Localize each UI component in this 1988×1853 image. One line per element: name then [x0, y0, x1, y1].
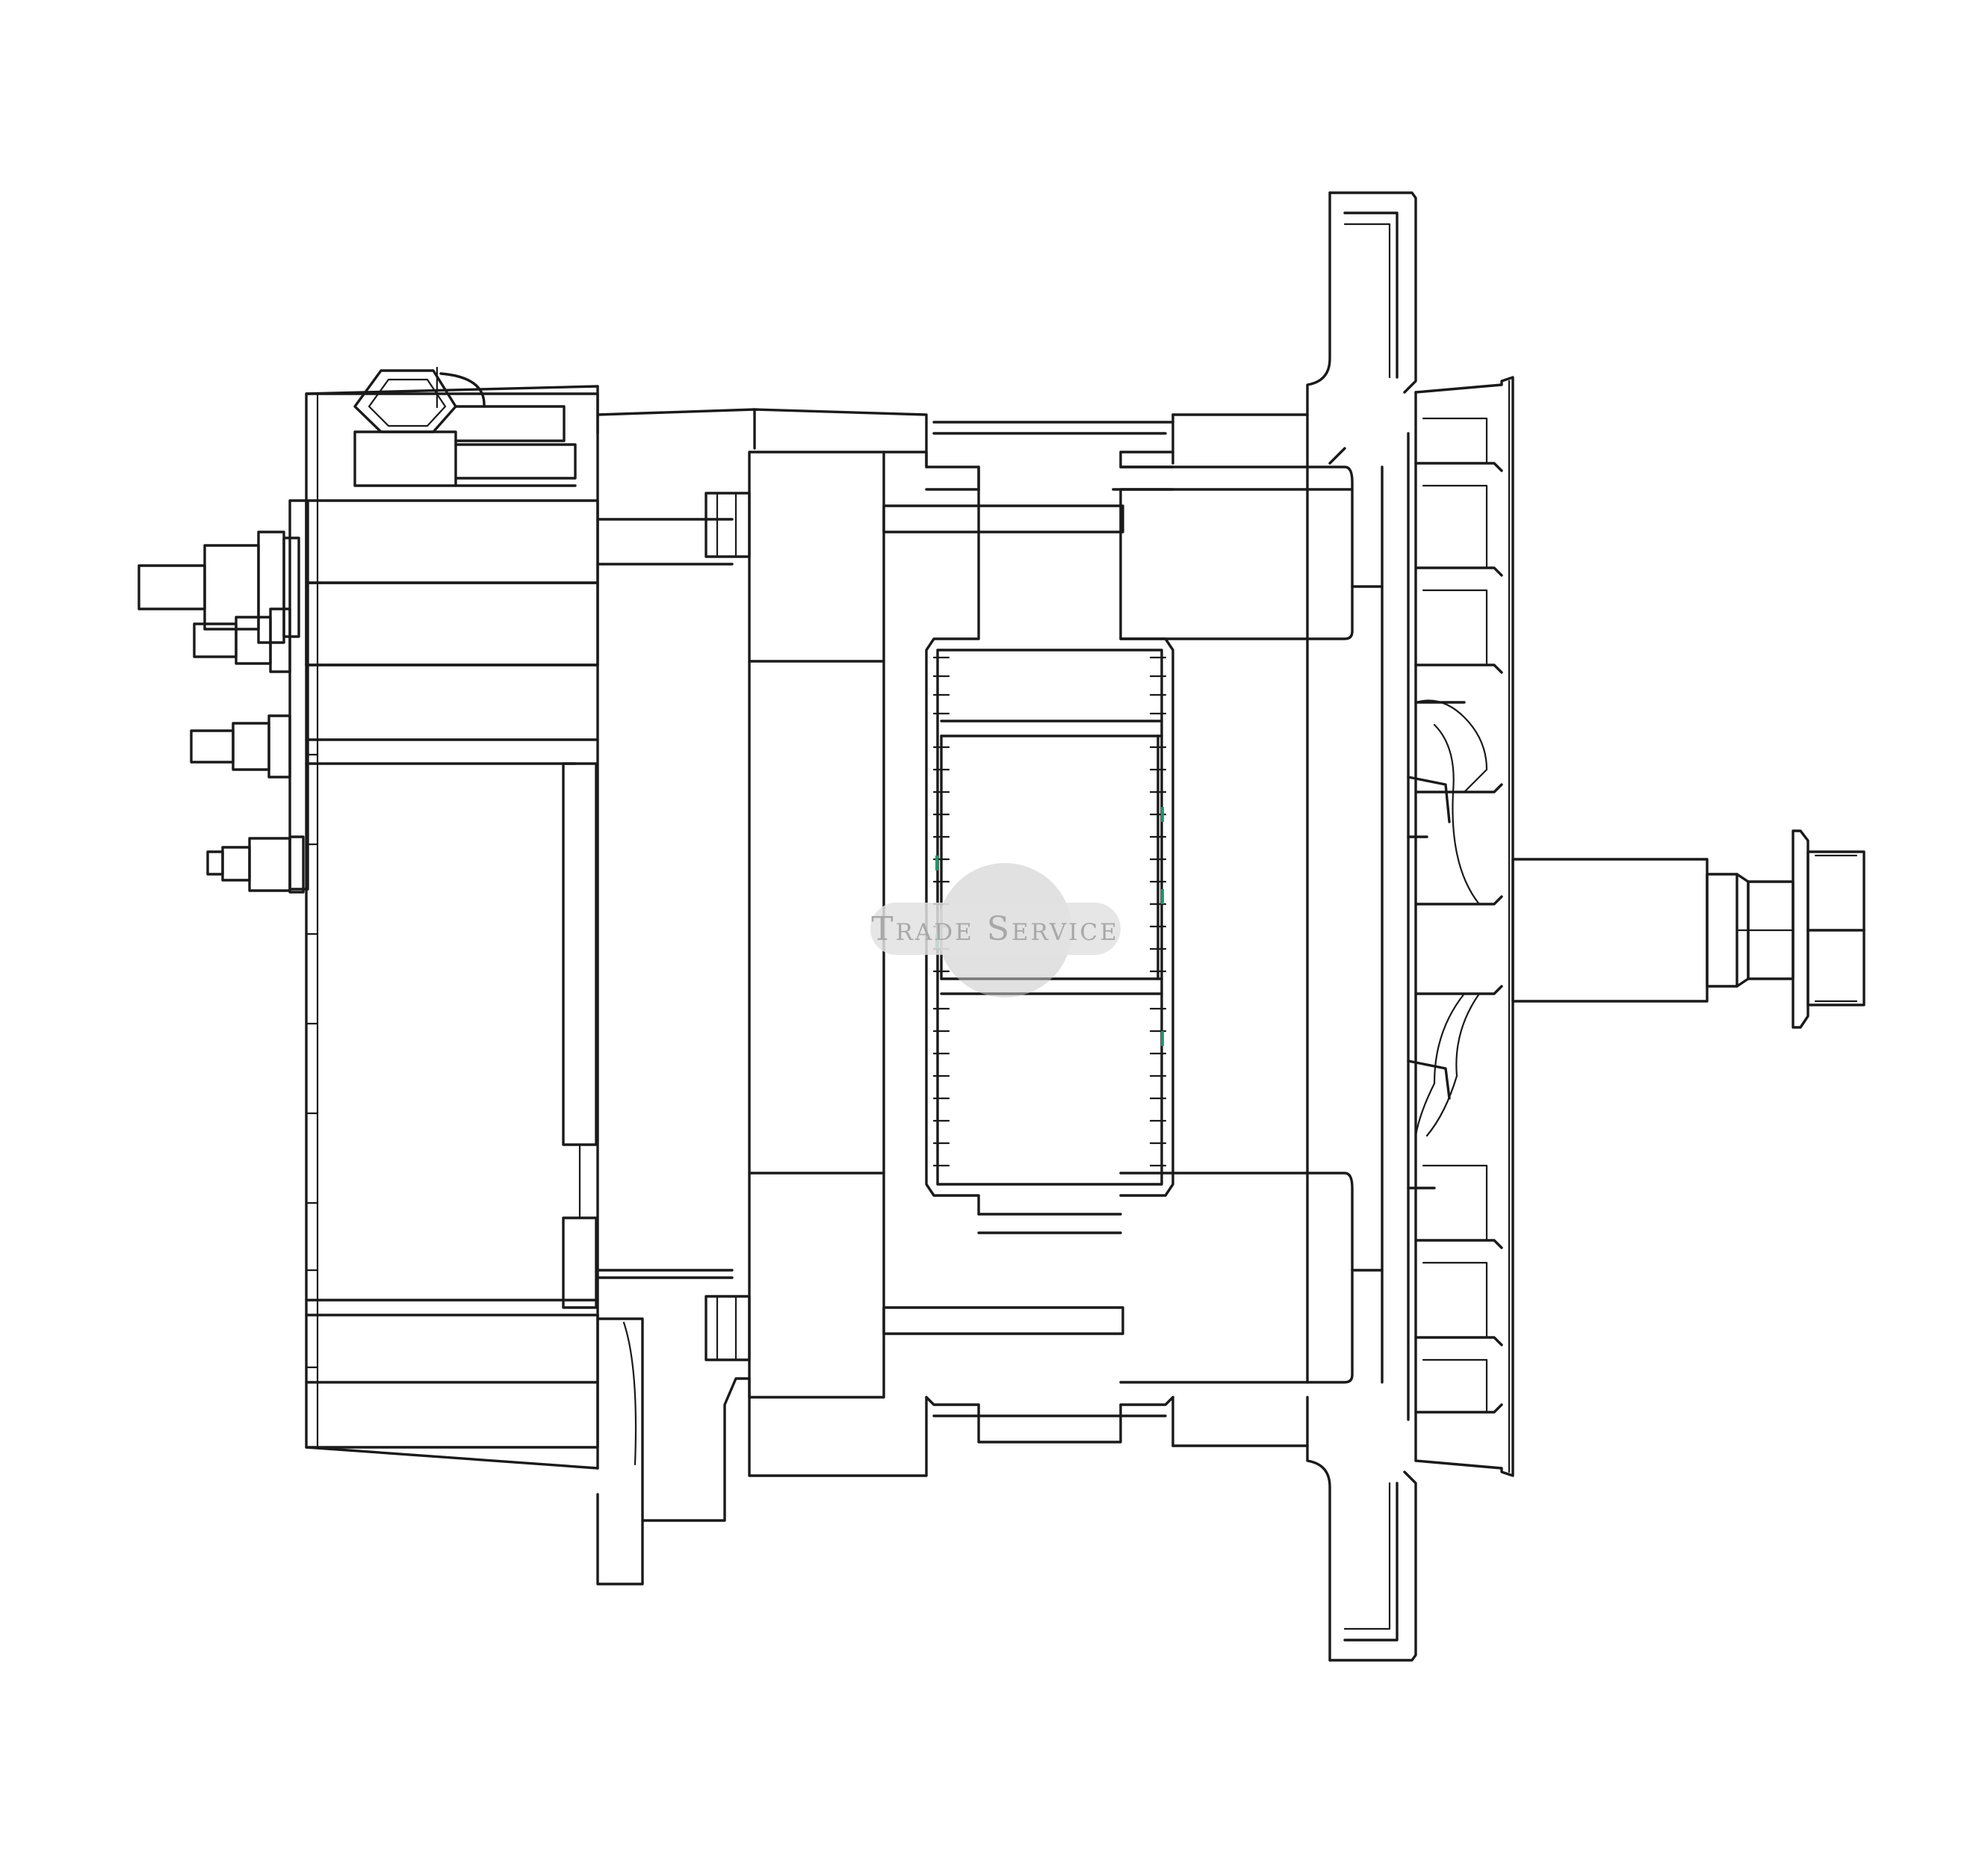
shaft-and-pulley-nut [1511, 829, 1865, 1029]
rear-housing [305, 385, 599, 1470]
watermark: Trade Service [870, 863, 1121, 997]
drive-end-flange [1306, 191, 1417, 1662]
front-pole-blocks [1112, 413, 1384, 1447]
top-hex-bolt [353, 366, 577, 487]
watermark-text: Trade Service [871, 910, 1119, 948]
stator-frame [596, 408, 980, 1586]
cooling-fan [1407, 376, 1514, 1477]
terminal-studs [137, 499, 309, 894]
through-bolts [705, 492, 1124, 1361]
